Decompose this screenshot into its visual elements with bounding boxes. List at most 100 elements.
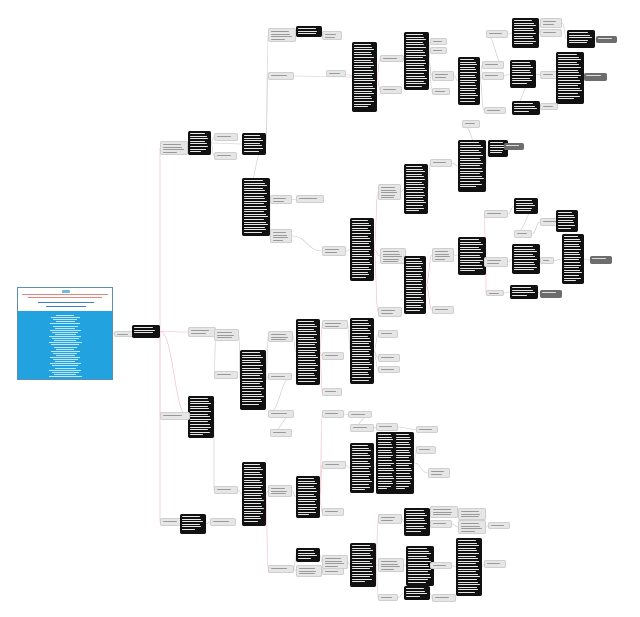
mind-map-node[interactable] bbox=[242, 462, 266, 526]
mind-map-node[interactable] bbox=[488, 522, 510, 529]
mind-map-node[interactable] bbox=[462, 120, 480, 128]
mind-map-node[interactable] bbox=[322, 320, 348, 329]
mind-map-node[interactable] bbox=[510, 60, 536, 88]
mind-map-node[interactable] bbox=[484, 210, 508, 218]
mind-map-node[interactable] bbox=[484, 107, 506, 114]
mind-map-node[interactable] bbox=[350, 424, 374, 432]
mind-map-node[interactable] bbox=[484, 560, 506, 568]
mind-map-node[interactable] bbox=[350, 318, 374, 384]
mind-map-node[interactable] bbox=[456, 538, 482, 596]
mind-map-node[interactable] bbox=[430, 520, 452, 528]
mind-map-node[interactable] bbox=[406, 546, 434, 586]
mind-map-node[interactable] bbox=[352, 42, 377, 112]
mind-map-node[interactable] bbox=[376, 423, 398, 431]
mind-map-node[interactable] bbox=[540, 257, 554, 264]
mind-map-node[interactable] bbox=[404, 508, 430, 536]
mind-map-node[interactable] bbox=[214, 152, 237, 160]
mind-map-node[interactable] bbox=[416, 426, 438, 433]
mind-map-node[interactable] bbox=[404, 256, 426, 314]
mind-map-node[interactable] bbox=[378, 184, 401, 200]
mind-map-node[interactable] bbox=[268, 565, 294, 573]
mind-map-node[interactable] bbox=[458, 237, 486, 275]
mind-map-node[interactable] bbox=[296, 319, 320, 385]
mind-map-node[interactable] bbox=[296, 476, 320, 518]
mind-map-node[interactable] bbox=[514, 230, 532, 238]
mind-map-node[interactable] bbox=[562, 234, 584, 284]
mind-map-node[interactable] bbox=[240, 350, 266, 410]
mind-map-node[interactable] bbox=[322, 568, 344, 575]
mind-map-node[interactable] bbox=[270, 229, 292, 243]
mind-map-node[interactable] bbox=[458, 57, 480, 105]
mind-map-node[interactable] bbox=[482, 72, 504, 80]
mind-map-node[interactable] bbox=[322, 352, 344, 360]
mind-map-node[interactable] bbox=[296, 548, 320, 562]
mind-map-node[interactable] bbox=[322, 410, 344, 418]
mind-map-node[interactable] bbox=[210, 518, 236, 526]
mind-map-node[interactable] bbox=[180, 514, 206, 534]
mind-map-node[interactable] bbox=[296, 565, 322, 577]
mind-map-node[interactable] bbox=[482, 61, 504, 69]
mind-map-node[interactable] bbox=[432, 88, 450, 95]
mind-map-node[interactable] bbox=[114, 331, 134, 337]
mind-map-node[interactable] bbox=[458, 140, 486, 192]
mind-map-node[interactable] bbox=[378, 366, 400, 373]
mind-map-node[interactable] bbox=[486, 30, 508, 38]
mind-map-node[interactable] bbox=[556, 210, 578, 232]
mind-map-node[interactable] bbox=[556, 52, 584, 104]
mind-map-node[interactable] bbox=[350, 218, 374, 281]
mind-map-node[interactable] bbox=[432, 594, 456, 602]
mind-map-node[interactable] bbox=[512, 101, 540, 115]
mind-map-node[interactable] bbox=[430, 506, 458, 518]
mind-map-node[interactable] bbox=[326, 70, 346, 77]
mind-map-node[interactable] bbox=[540, 103, 558, 110]
mind-map-node[interactable] bbox=[160, 412, 190, 420]
mind-map-node[interactable] bbox=[322, 31, 342, 40]
mind-map-node[interactable] bbox=[270, 429, 292, 437]
mind-map-node[interactable] bbox=[432, 306, 454, 314]
mind-map-node[interactable] bbox=[584, 73, 607, 81]
mind-map-node[interactable] bbox=[214, 133, 238, 141]
mind-map-node[interactable] bbox=[404, 32, 429, 90]
mind-map-node[interactable] bbox=[484, 257, 508, 267]
mind-map-node[interactable] bbox=[512, 18, 539, 48]
mind-map-node[interactable] bbox=[188, 131, 211, 155]
mind-map-node[interactable] bbox=[242, 178, 270, 236]
mind-map-node[interactable] bbox=[428, 468, 450, 478]
mind-map-node[interactable] bbox=[567, 30, 595, 48]
mind-map-node[interactable] bbox=[458, 520, 486, 534]
mind-map-node[interactable] bbox=[268, 373, 292, 380]
mind-map-node[interactable] bbox=[378, 330, 398, 338]
mind-map-node[interactable] bbox=[378, 558, 404, 572]
mind-map-node[interactable] bbox=[596, 36, 617, 43]
mind-map-node[interactable] bbox=[378, 594, 398, 601]
mind-map-node[interactable] bbox=[268, 28, 296, 42]
mind-map-node[interactable] bbox=[322, 555, 348, 569]
mind-map-node[interactable] bbox=[486, 290, 504, 296]
mind-map-node[interactable] bbox=[268, 72, 294, 80]
mind-map-node[interactable] bbox=[404, 586, 430, 600]
mind-map-node[interactable] bbox=[540, 29, 562, 37]
mind-map-node[interactable] bbox=[322, 246, 346, 256]
mind-map-node[interactable] bbox=[430, 159, 452, 167]
mind-map-node[interactable] bbox=[510, 285, 538, 299]
mind-map-node[interactable] bbox=[268, 331, 293, 342]
mind-map-node[interactable] bbox=[378, 354, 400, 362]
mind-map-node[interactable] bbox=[214, 329, 239, 341]
mind-map-node[interactable] bbox=[242, 133, 266, 155]
mind-map-node[interactable] bbox=[430, 47, 447, 54]
mind-map-node[interactable] bbox=[188, 396, 214, 438]
mind-map-node[interactable] bbox=[296, 26, 322, 37]
mind-map-node[interactable] bbox=[394, 432, 414, 494]
mind-map-node[interactable] bbox=[376, 432, 396, 494]
mind-map-node[interactable] bbox=[488, 140, 508, 157]
mind-map-node[interactable] bbox=[380, 86, 402, 94]
mind-map-node[interactable] bbox=[432, 248, 454, 262]
mind-map-node[interactable] bbox=[348, 411, 372, 418]
mind-map-node[interactable] bbox=[458, 508, 486, 520]
mind-map-node[interactable] bbox=[160, 141, 188, 155]
mind-map-node[interactable] bbox=[270, 195, 292, 204]
mind-map-node[interactable] bbox=[322, 461, 346, 469]
mind-map-node[interactable] bbox=[268, 485, 292, 497]
mind-map-node[interactable] bbox=[214, 371, 238, 379]
mind-map-node[interactable] bbox=[378, 307, 402, 317]
